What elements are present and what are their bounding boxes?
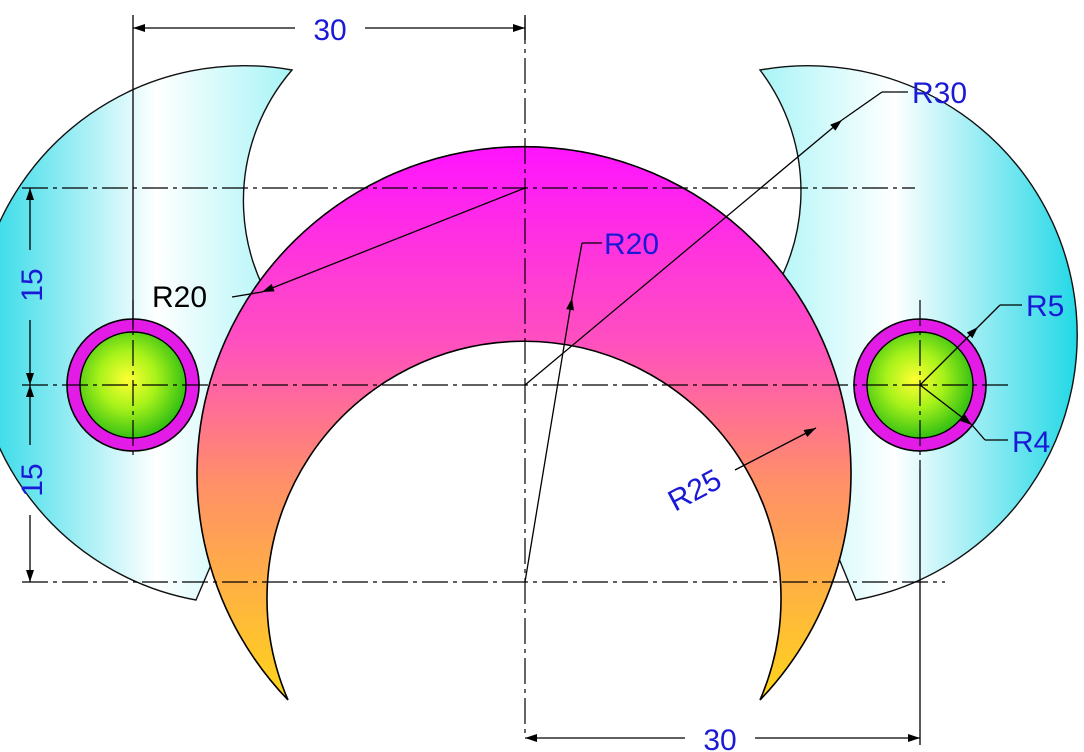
dim-bottom-30: 30: [703, 724, 736, 752]
radius-label-r20-center: R20: [604, 228, 659, 261]
radius-label-r4: R4: [1012, 426, 1050, 459]
radius-label-r20-left: R20: [152, 281, 207, 314]
dim-left-15-lower: 15: [16, 463, 49, 496]
radius-label-r25: R25: [663, 463, 727, 518]
radius-label-r5: R5: [1026, 290, 1064, 323]
dim-left-15-upper: 15: [16, 268, 49, 301]
arc-band: [196, 145, 852, 701]
radius-label-r30: R30: [912, 77, 967, 110]
dimension-lines: [26, 15, 1022, 745]
dim-top-30: 30: [313, 14, 346, 47]
